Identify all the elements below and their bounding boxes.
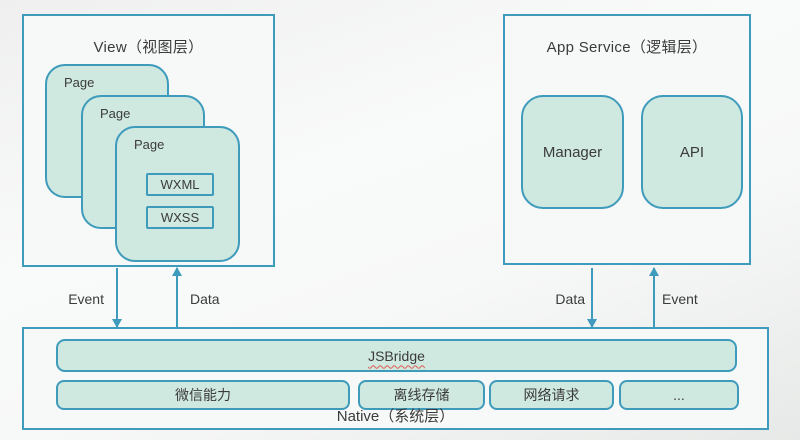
capability-wechat: 微信能力 bbox=[56, 380, 350, 410]
wxss-node: WXSS bbox=[146, 206, 214, 229]
app-service-title: App Service（逻辑层） bbox=[546, 39, 708, 56]
data-up-arrow-left bbox=[176, 268, 178, 327]
wxml-node: WXML bbox=[146, 173, 214, 196]
page-label: Page bbox=[100, 106, 131, 121]
page-label: Page bbox=[134, 137, 165, 152]
page-card-front: Page WXML WXSS bbox=[115, 126, 240, 262]
jsbridge-node: JSBridge bbox=[56, 339, 737, 372]
capability-storage: 离线存储 bbox=[358, 380, 485, 410]
native-layer-panel: JSBridge 微信能力 离线存储 网络请求 ... Native（系统层） bbox=[22, 327, 769, 430]
event-down-arrow-left bbox=[116, 268, 118, 327]
data-down-arrow-right bbox=[591, 268, 593, 327]
data-label-left: Data bbox=[190, 291, 220, 307]
manager-node: Manager bbox=[521, 95, 624, 209]
event-label-left: Event bbox=[68, 291, 104, 307]
api-node: API bbox=[641, 95, 743, 209]
event-up-arrow-right bbox=[653, 268, 655, 327]
native-layer-title: Native（系统层） bbox=[336, 408, 455, 425]
data-label-right: Data bbox=[555, 291, 585, 307]
app-service-panel: App Service（逻辑层） Manager API bbox=[503, 14, 751, 265]
view-layer-panel: View（视图层） Page Page Page WXML WXSS bbox=[22, 14, 275, 267]
view-layer-title: View（视图层） bbox=[93, 39, 204, 56]
capability-more: ... bbox=[619, 380, 739, 410]
capability-network: 网络请求 bbox=[489, 380, 614, 410]
jsbridge-label: JSBridge bbox=[368, 347, 425, 364]
event-label-right: Event bbox=[662, 291, 698, 307]
page-label: Page bbox=[64, 75, 95, 90]
